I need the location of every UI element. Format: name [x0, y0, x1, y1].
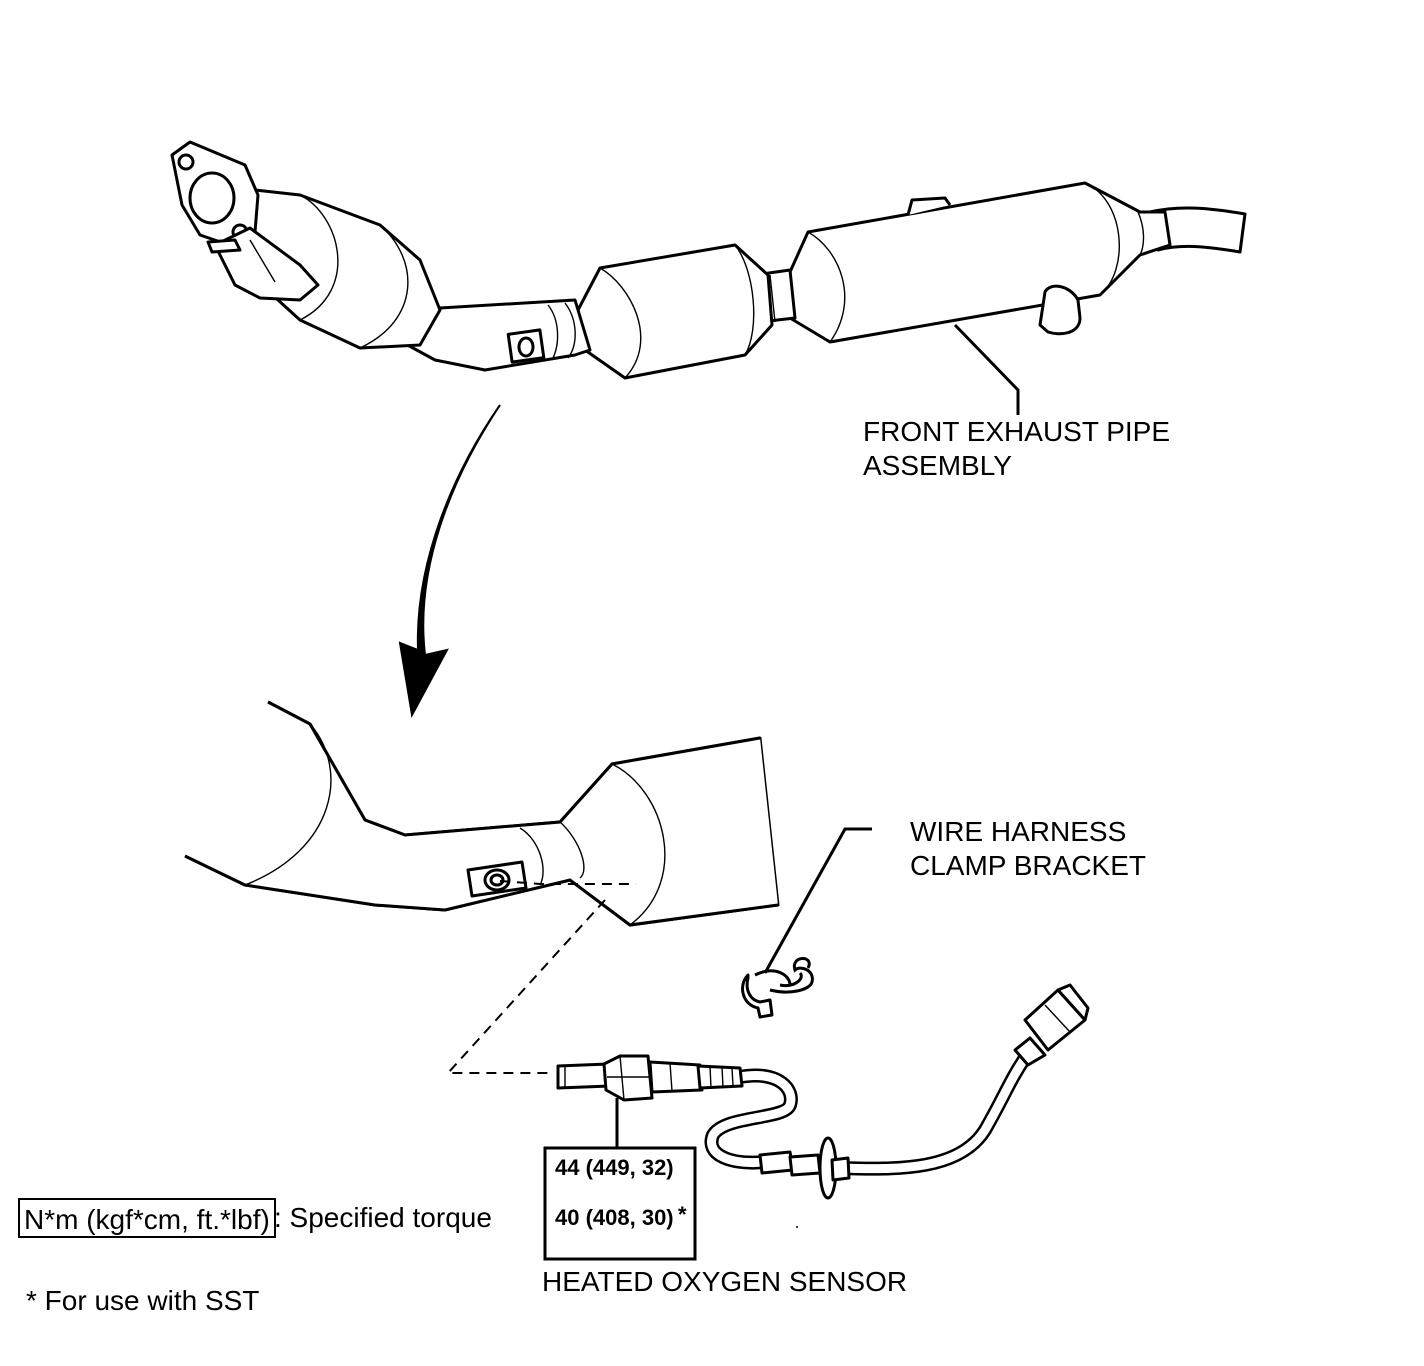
- torque-standard: 44 (449, 32): [555, 1155, 674, 1180]
- front-exhaust-pipe-label-1: FRONT EXHAUST PIPE: [863, 416, 1171, 447]
- sensor-install-guide: [499, 880, 636, 885]
- wire-harness-clamp-bracket: [741, 957, 814, 1019]
- wire-harness-label-1: WIRE HARNESS: [910, 816, 1127, 847]
- stray-dot: [796, 1226, 798, 1228]
- torque-sst-mark: *: [678, 1202, 687, 1227]
- torque-unit-legend-desc: : Specified torque: [274, 1202, 492, 1233]
- zoom-arrow: [398, 404, 501, 719]
- heated-oxygen-sensor: [556, 983, 1090, 1200]
- wire-harness-leader: [763, 827, 872, 974]
- zoomed-pipe-section: [184, 700, 780, 927]
- wire-harness-label-2: CLAMP BRACKET: [910, 850, 1146, 881]
- torque-box-frame: [543, 1146, 697, 1261]
- front-exhaust-pipe-leader: [953, 323, 1020, 415]
- front-exhaust-pipe-label-2: ASSEMBLY: [863, 450, 1012, 481]
- torque-unit-legend-box: N*m (kgf*cm, ft.*lbf): [18, 1198, 276, 1238]
- sensor-install-guide-2: [445, 899, 606, 1074]
- heated-oxygen-sensor-label: HEATED OXYGEN SENSOR: [542, 1266, 908, 1297]
- sst-footnote: * For use with SST: [26, 1285, 260, 1316]
- torque-with-sst: 40 (408, 30): [555, 1205, 674, 1230]
- front-exhaust-pipe-assembly: [170, 140, 1247, 380]
